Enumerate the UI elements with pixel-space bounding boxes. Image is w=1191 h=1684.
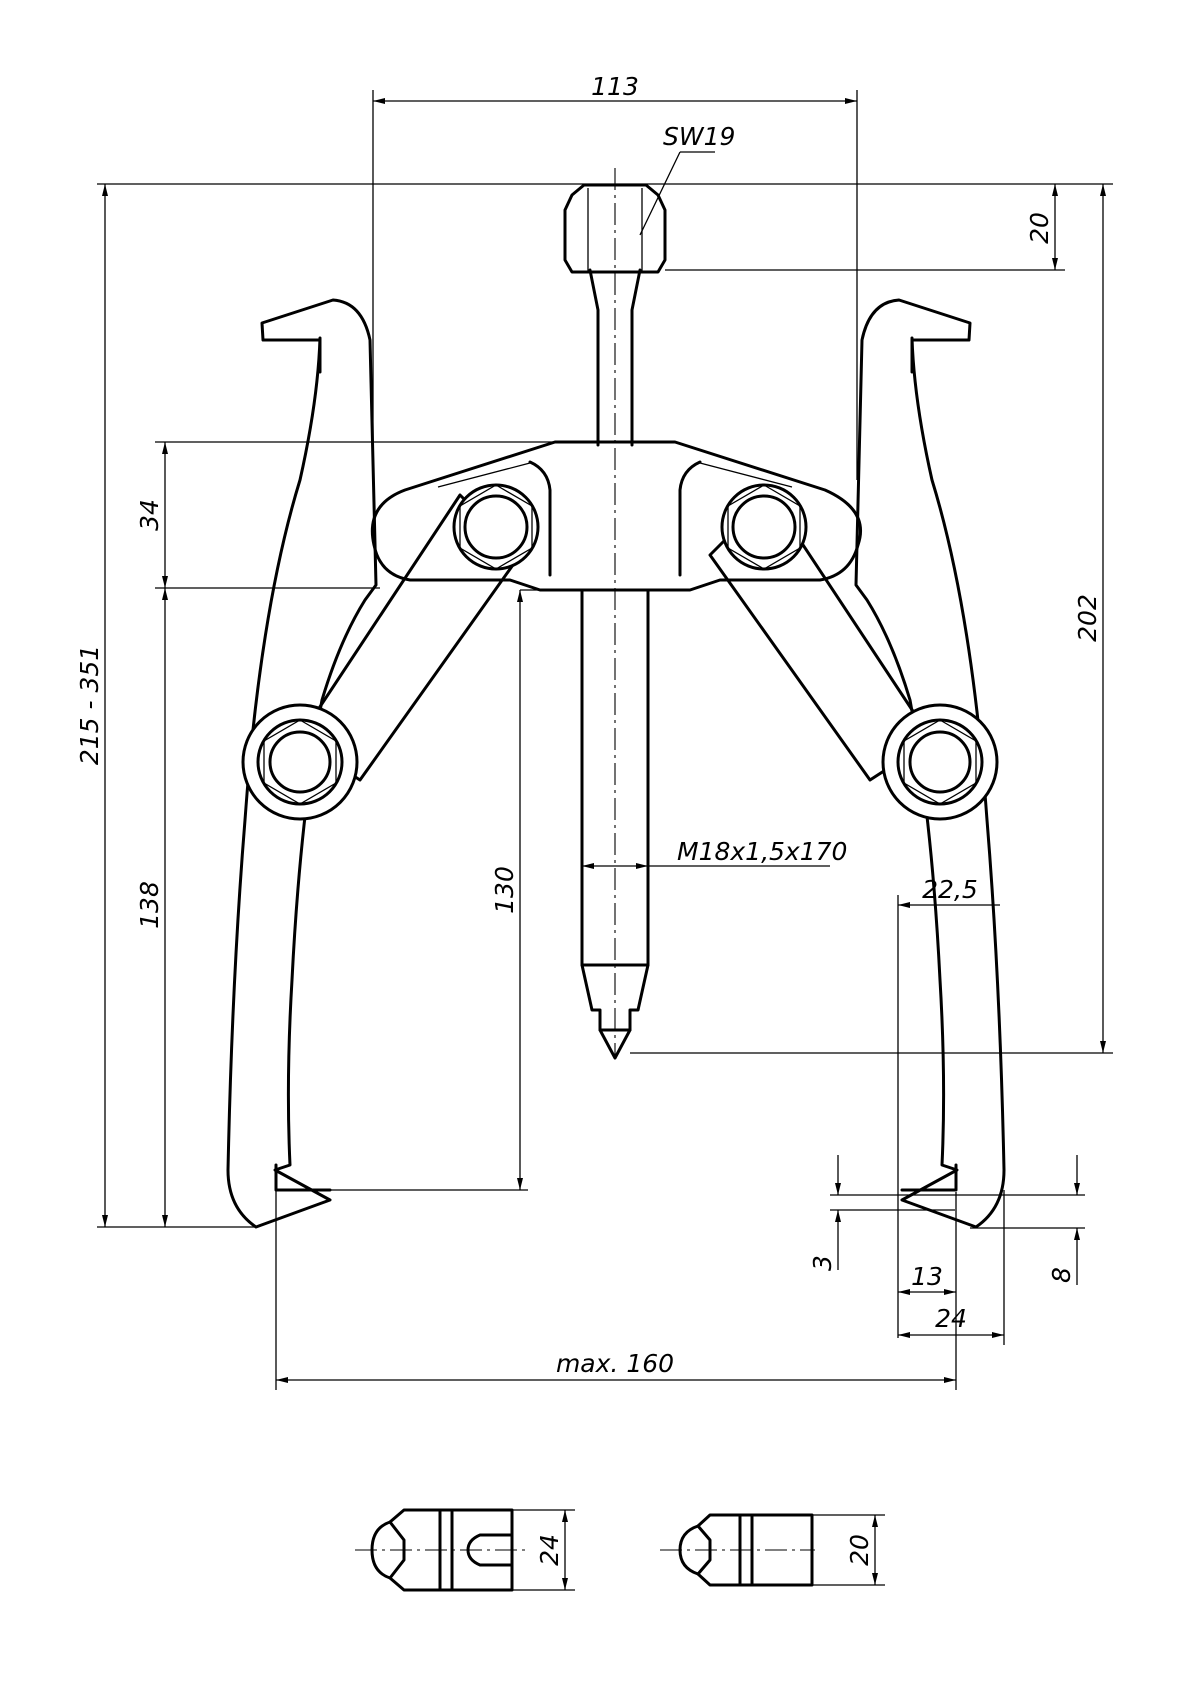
dim-jaw-width: 24 [935, 1304, 967, 1333]
right-jaw-lip [900, 1163, 958, 1192]
dim-detail-right-width: 20 [845, 1534, 874, 1566]
dim-detail-left-width: 24 [535, 1534, 564, 1566]
top-hex-nut [563, 183, 667, 274]
yoke-hub-right [678, 460, 702, 577]
dim-jaw-thickness: 8 [1047, 1267, 1076, 1283]
jaw-detail-right: 20 [660, 1513, 885, 1587]
bolt-top-left [452, 483, 540, 571]
puller-assembly [226, 168, 1006, 1229]
bolt-right-arm [881, 703, 999, 821]
yoke-inner-left [437, 462, 531, 488]
dim-jaw-tip-thickness: 3 [808, 1255, 837, 1271]
dimension-lines [97, 90, 1113, 1390]
dim-spindle-thread: M18x1,5x170 [677, 837, 847, 866]
right-arm [854, 298, 1006, 1229]
left-arm [226, 298, 378, 1229]
dim-arm-height: 138 [135, 881, 164, 929]
dim-jaw-offset: 22,5 [922, 875, 978, 904]
dim-spindle-to-jaw: 130 [490, 866, 519, 914]
yoke [370, 440, 863, 592]
dim-jaw-depth: 13 [911, 1262, 943, 1291]
jaw-detail-left: 24 [355, 1508, 575, 1592]
dim-max-opening: max. 160 [556, 1349, 674, 1378]
dim-width-top: 113 [591, 72, 639, 101]
spindle [580, 268, 650, 1060]
bolt-top-right [720, 483, 808, 571]
yoke-inner-right [699, 462, 793, 488]
dim-crossbar-height: 34 [135, 499, 164, 531]
dim-wrench-size: SW19 [663, 122, 735, 151]
dim-overall-height: 202 [1073, 594, 1102, 642]
dim-nut-height: 20 [1025, 212, 1054, 244]
bolt-left-arm [241, 703, 359, 821]
yoke-hub-left [528, 460, 552, 577]
dim-total-height-range: 215 - 351 [75, 645, 104, 765]
dimension-labels: 113 SW19 20 215 - 351 34 138 130 M18x1,5… [75, 72, 1102, 1378]
